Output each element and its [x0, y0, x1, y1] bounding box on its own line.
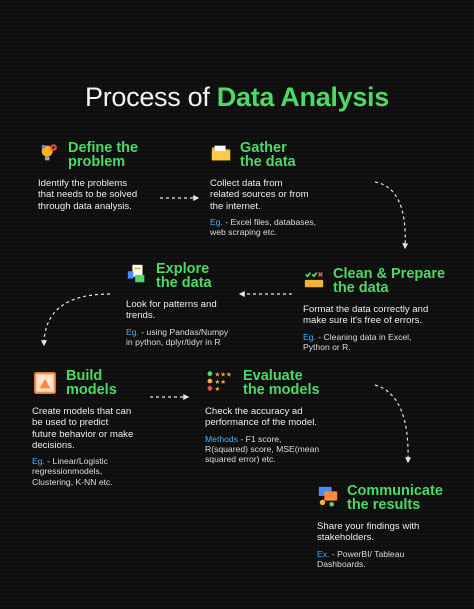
title-highlight: Data Analysis — [216, 82, 389, 112]
explore-data-icon — [126, 263, 148, 285]
lightbulb-gear-icon — [38, 142, 60, 164]
arrow-evaluate-to-communicate — [374, 384, 412, 464]
step-build-example: Eg. - Linear/Logistic regressionmodels, … — [32, 456, 113, 487]
checklist-icon — [303, 268, 325, 290]
step-explore-example: Eg. - using Pandas/Numpy in python, dply… — [126, 326, 229, 347]
page-title: Process of Data Analysis — [0, 82, 474, 113]
folder-icon — [210, 142, 232, 164]
step-communicate-example: Ex. - PowerBI/ Tableau Dashboards. — [317, 548, 405, 569]
step-evaluate-example: Methods - F1 score, R(squared) score, MS… — [205, 433, 320, 465]
title-prefix: Process of — [85, 82, 217, 112]
step-clean-example: Eg. - Cleaning data in Excel, Python or … — [303, 331, 412, 352]
svg-text:★★: ★★ — [215, 378, 227, 386]
model-icon — [32, 370, 58, 396]
arrow-gather-to-clean — [374, 181, 409, 250]
svg-text:★: ★ — [215, 385, 221, 392]
rating-stars-icon: ★★★ ★★ ★ — [205, 370, 235, 392]
arrow-explore-to-build — [41, 293, 111, 347]
svg-text:★★★: ★★★ — [215, 370, 232, 378]
step-gather-example: Eg. - Excel files, databases, web scrapi… — [210, 216, 317, 238]
presentation-icon — [317, 485, 339, 507]
